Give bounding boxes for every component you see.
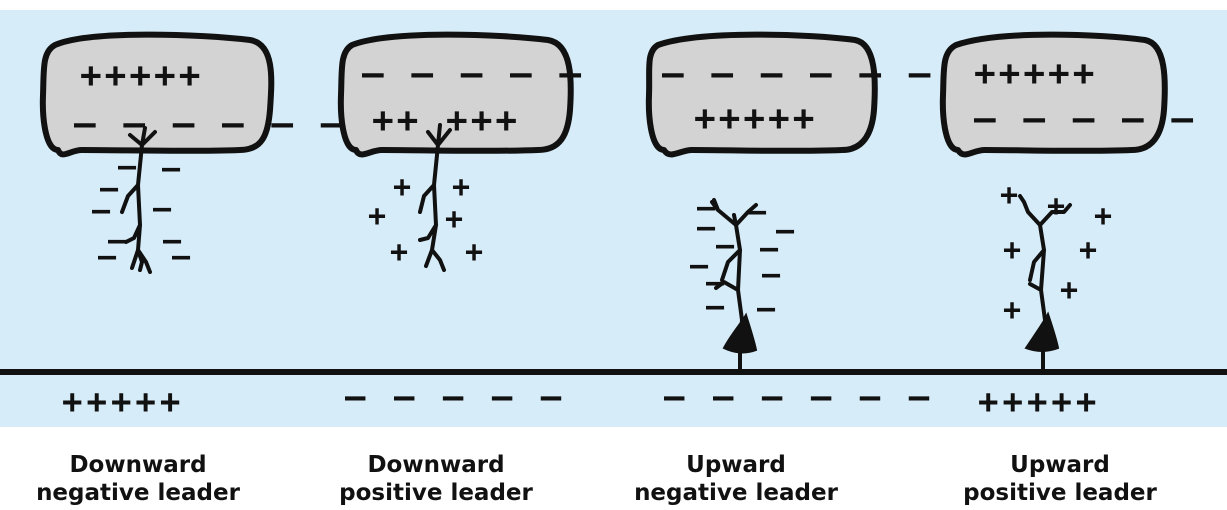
cloud-top-charges: +++++ bbox=[974, 53, 1097, 94]
leader-charge: – bbox=[163, 223, 182, 258]
leader-charge: + bbox=[1000, 178, 1018, 213]
leader-charge: – bbox=[697, 210, 716, 245]
ground-charges: – – – – – – bbox=[664, 377, 933, 417]
leader-charge: + bbox=[393, 170, 411, 205]
leader-charge: – bbox=[100, 171, 119, 206]
caption-line-2: positive leader bbox=[339, 480, 533, 506]
leader-charge: – bbox=[697, 190, 716, 225]
cloud-top-charges: – – – – – – bbox=[662, 53, 933, 94]
panel-downward-positive: – – – – – ++ +++ + + + + + + – – – – – D… bbox=[337, 31, 584, 506]
leader-charge: – bbox=[706, 265, 725, 300]
leader-charge: – bbox=[716, 228, 735, 263]
leader-charge: + bbox=[1060, 273, 1078, 308]
leader-charge: + bbox=[1079, 233, 1097, 268]
leader-charge: – bbox=[108, 223, 127, 258]
leader-charge: – bbox=[118, 149, 137, 184]
leader-charge: + bbox=[368, 199, 386, 234]
cloud-bottom-charges: +++++ bbox=[694, 98, 817, 139]
ground-charges: +++++ bbox=[62, 382, 184, 422]
ground-charges: – – – – – bbox=[345, 377, 565, 417]
cloud-top-charges: – – – – – bbox=[362, 53, 584, 94]
ground-tree-base bbox=[722, 312, 758, 354]
panel-upward-positive: +++++ – – – – – + + + + + + + +++++ Upwa… bbox=[939, 31, 1196, 506]
caption-line-2: negative leader bbox=[634, 480, 839, 506]
cloud-bottom-charges: – – – – – bbox=[974, 98, 1196, 139]
ground-charges: +++++ bbox=[978, 382, 1100, 422]
leader-charge: – bbox=[92, 193, 111, 228]
leader-charge: + bbox=[390, 235, 408, 270]
ground-tree-base bbox=[1024, 311, 1060, 352]
cloud-top-charges: +++++ bbox=[80, 55, 203, 96]
caption-line-1: Downward bbox=[69, 452, 206, 478]
downward-leader-branches bbox=[120, 126, 157, 274]
leader-charge: + bbox=[1003, 233, 1021, 268]
leader-charge: + bbox=[1003, 293, 1021, 328]
leader-charge: + bbox=[445, 202, 463, 237]
caption-line-2: negative leader bbox=[36, 480, 241, 506]
cloud-shape bbox=[39, 31, 275, 158]
leader-charge: – bbox=[757, 291, 776, 326]
upward-leader-branches bbox=[1018, 194, 1072, 372]
leader-charge: + bbox=[452, 170, 470, 205]
panel-upward-negative: – – – – – – +++++ – – – – – – – – – – – … bbox=[634, 31, 933, 506]
cloud-shape bbox=[645, 31, 878, 158]
leader-charge: – bbox=[762, 257, 781, 292]
leader-charge: – bbox=[760, 231, 779, 266]
ground-band bbox=[0, 372, 1227, 427]
leader-charge: + bbox=[1047, 189, 1065, 224]
leader-charge: – bbox=[776, 213, 795, 248]
cloud-shape bbox=[939, 31, 1168, 158]
upward-leader-branches bbox=[710, 198, 758, 372]
leader-charge: – bbox=[98, 239, 117, 274]
caption-line-1: Downward bbox=[367, 452, 504, 478]
leader-charge: – bbox=[690, 248, 709, 283]
caption-line-1: Upward bbox=[1010, 452, 1110, 478]
panel-downward-negative: +++++ – – – – – – – – – – – – – – – ++++… bbox=[36, 31, 345, 506]
leader-charge: – bbox=[162, 151, 181, 186]
leader-charge: – bbox=[153, 191, 172, 226]
leader-charge: + bbox=[465, 235, 483, 270]
caption-line-2: positive leader bbox=[963, 480, 1157, 506]
leader-charge: – bbox=[748, 194, 767, 229]
downward-leader-branches bbox=[418, 123, 452, 272]
leader-charge: – bbox=[172, 239, 191, 274]
leader-charge: + bbox=[1094, 199, 1112, 234]
leader-charge: – bbox=[706, 289, 725, 324]
cloud-shape bbox=[337, 31, 574, 158]
cloud-bottom-charges: – – – – – – bbox=[74, 103, 345, 144]
caption-line-1: Upward bbox=[686, 452, 786, 478]
